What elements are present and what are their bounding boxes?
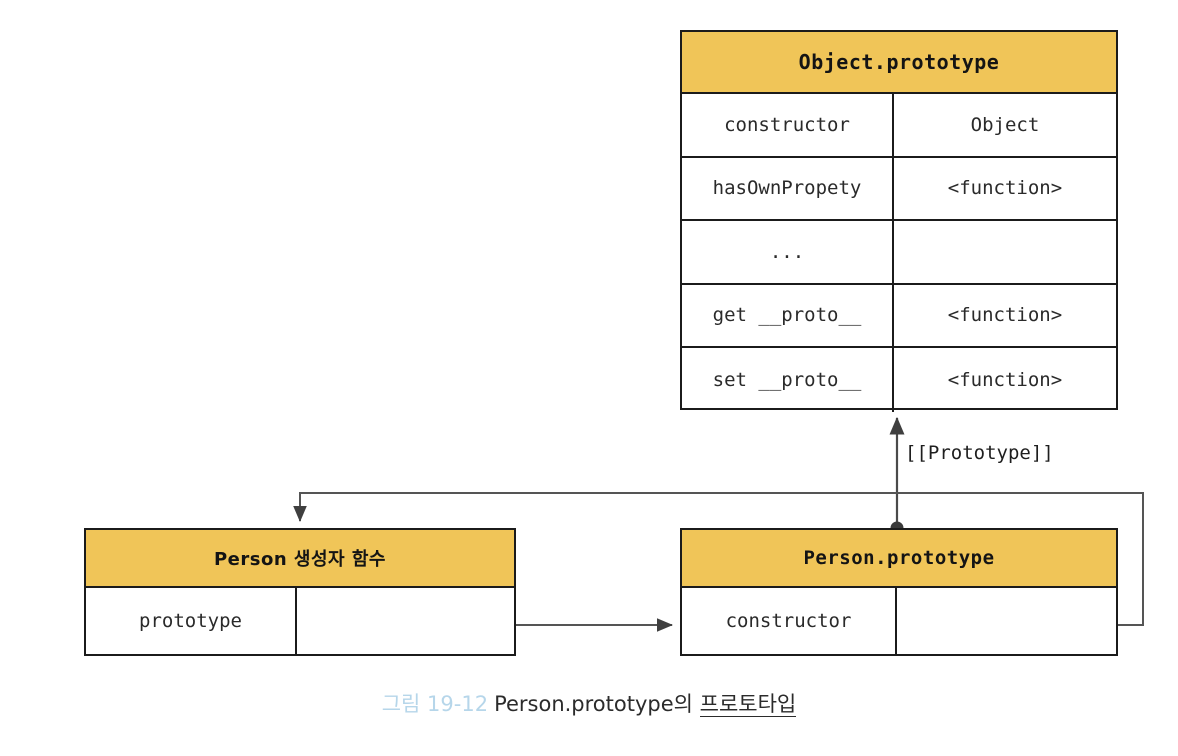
property-key: set __proto__ <box>682 348 894 412</box>
property-value-reference <box>897 588 1116 654</box>
table-row: get __proto__ <function> <box>682 284 1116 348</box>
property-key-ellipsis: ... <box>682 221 894 283</box>
property-key: prototype <box>86 588 297 654</box>
property-key: constructor <box>682 588 897 654</box>
property-key: constructor <box>682 94 894 156</box>
property-value: <function> <box>947 368 1063 391</box>
property-value: <function> <box>947 304 1063 327</box>
table-row: constructor <box>682 588 1116 654</box>
property-value: <function> <box>947 177 1063 200</box>
property-value <box>894 221 1116 283</box>
person-constructor-function-table: Person 생성자 함수 prototype <box>84 528 516 656</box>
property-value: Object <box>970 113 1040 136</box>
table-row: prototype <box>86 588 514 654</box>
object-prototype-title: Object.prototype <box>682 32 1116 94</box>
property-key: get __proto__ <box>682 284 894 346</box>
table-row: ... <box>682 221 1116 285</box>
person-prototype-title: Person.prototype <box>682 530 1116 588</box>
table-row: set __proto__ <function> <box>682 348 1116 412</box>
wire-prototype-link <box>889 416 905 535</box>
figure-caption-keyword: 프로토타입 <box>699 692 797 717</box>
table-row: hasOwnPropety <function> <box>682 157 1116 221</box>
figure-number: 그림 19-12 <box>381 692 489 716</box>
prototype-link-label: [[Prototype]] <box>905 442 1054 464</box>
property-key: hasOwnPropety <box>682 157 894 219</box>
figure-caption-text: Person.prototype의 <box>494 692 700 716</box>
table-row: constructor Object <box>682 94 1116 158</box>
person-constructor-function-title: Person 생성자 함수 <box>86 530 514 588</box>
object-prototype-table: Object.prototype constructor Object hasO… <box>680 30 1118 412</box>
person-prototype-table: Person.prototype constructor <box>680 528 1118 656</box>
property-value-reference <box>297 588 514 654</box>
